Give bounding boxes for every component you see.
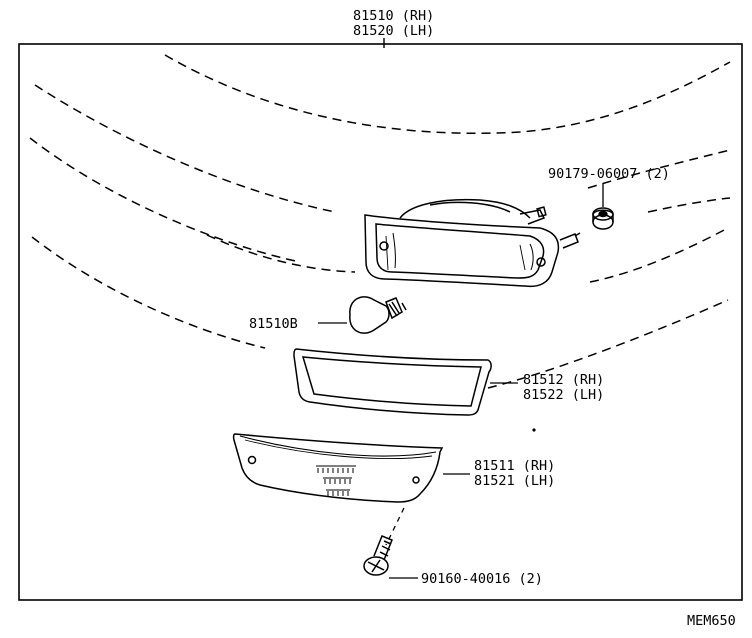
figure-reference: MEM650 — [687, 613, 736, 629]
bulb-label: 81510B — [249, 316, 298, 332]
screw-label: 90160-40016 (2) — [421, 571, 543, 587]
lens-label-lh: 81521 (LH) — [474, 473, 555, 489]
lens-label-rh: 81511 (RH) — [474, 458, 555, 474]
lamp-housing — [364, 198, 581, 288]
diagram-frame — [18, 43, 743, 601]
nut-icon — [592, 207, 614, 230]
lamp-assy-label-lh: 81520 (LH) — [353, 23, 434, 39]
lens-icon — [232, 433, 444, 503]
gasket-icon — [293, 348, 492, 416]
lamp-assy-label-rh: 81510 (RH) — [353, 8, 434, 24]
bulb-icon — [349, 296, 407, 334]
body-contour-lines — [29, 54, 731, 389]
gasket-label-lh: 81522 (LH) — [523, 387, 604, 403]
gasket-label-rh: 81512 (RH) — [523, 372, 604, 388]
screw-icon — [363, 535, 393, 576]
nut-label: 90179-06007 (2) — [548, 166, 670, 182]
reference-dot — [532, 428, 536, 432]
